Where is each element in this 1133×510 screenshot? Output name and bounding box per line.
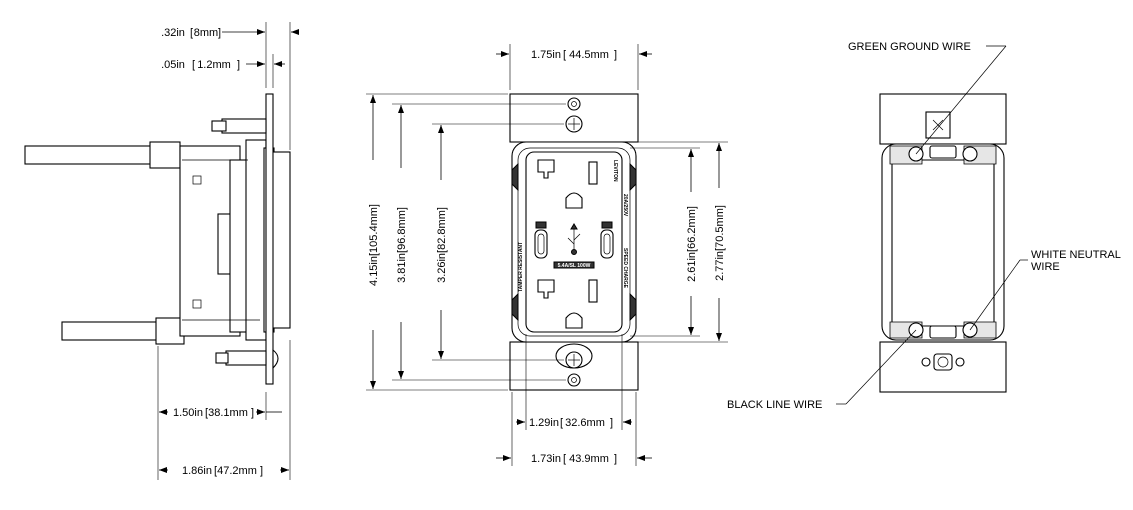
- dim-overall-height: 4.15in[105.4mm]: [368, 204, 380, 286]
- side-strap: [211, 93, 279, 385]
- svg-text:[: [: [190, 27, 193, 39]
- svg-text:]: ]: [251, 407, 254, 419]
- marking-brand: LEVITON: [612, 160, 618, 182]
- svg-text:[: [: [214, 465, 217, 477]
- label-neutral-wire-2: WIRE: [1031, 261, 1060, 273]
- front-view: 5.4A/SL 100W TAMPER RESISTANT LEVITON 20…: [509, 93, 639, 391]
- label-ground-wire: GREEN GROUND WIRE: [848, 41, 971, 53]
- dim-body-depth-in: 1.50in: [173, 407, 203, 419]
- svg-text:[: [: [563, 49, 566, 61]
- dim-strap-thickness-in: .05in: [161, 59, 185, 71]
- dim-face-height: 2.61in[66.2mm]: [686, 206, 698, 282]
- label-neutral-wire-1: WHITE NEUTRAL: [1031, 249, 1121, 261]
- svg-text:[: [: [205, 407, 208, 419]
- svg-text:]: ]: [237, 59, 240, 71]
- label-line-wire: BLACK LINE WIRE: [727, 399, 822, 411]
- dim-strap-offset-in: .32in: [161, 27, 185, 39]
- side-body: [179, 139, 291, 341]
- side-view: [24, 93, 291, 385]
- dim-strap-offset-mm: 8mm: [194, 27, 218, 39]
- dim-body-depth-mm: 38.1mm: [208, 407, 248, 419]
- dim-strap-thickness-mm: 1.2mm: [197, 59, 231, 71]
- dim-body-width-mm: 43.9mm: [569, 453, 609, 465]
- marking-tamper: TAMPER RESISTANT: [518, 242, 524, 292]
- dim-face-width-mm: 32.6mm: [565, 417, 605, 429]
- dim-hole-spacing: 3.81in[96.8mm]: [396, 207, 408, 283]
- marking-speed: SPEED CHARGE: [622, 248, 628, 289]
- svg-text:[: [: [192, 59, 195, 71]
- svg-text:]: ]: [218, 27, 221, 39]
- side-dimensions: .32in [ 8mm ] .05in [ 1.2mm ] 1.50in [ 3…: [157, 22, 299, 480]
- svg-text:]: ]: [614, 453, 617, 465]
- dim-body-width-in: 1.73in: [531, 453, 561, 465]
- dim-face-width-in: 1.29in: [529, 417, 559, 429]
- dim-body-height: 2.77in[70.5mm]: [714, 205, 726, 281]
- dim-overall-depth-in: 1.86in: [182, 465, 212, 477]
- usb-rating-label: 5.4A/SL 100W: [558, 263, 591, 269]
- dim-screw-spacing: 3.26in[82.8mm]: [436, 207, 448, 283]
- dim-strap-width-mm: 44.5mm: [569, 49, 609, 61]
- svg-text:[: [: [563, 453, 566, 465]
- marking-rating: 20A/250V: [622, 194, 628, 217]
- svg-text:]: ]: [610, 417, 613, 429]
- front-dimensions: 1.75in [ 44.5mm ] 4.15in[105.4mm] 3.81in…: [366, 44, 728, 466]
- back-view: GREEN GROUND WIRE WHITE NEUTRAL WIRE BLA…: [727, 41, 1121, 411]
- svg-text:[: [: [560, 417, 563, 429]
- dim-overall-depth-mm: 47.2mm: [217, 465, 257, 477]
- dim-strap-width-in: 1.75in: [531, 49, 561, 61]
- svg-text:]: ]: [614, 49, 617, 61]
- side-wires: [24, 141, 185, 345]
- svg-text:]: ]: [260, 465, 263, 477]
